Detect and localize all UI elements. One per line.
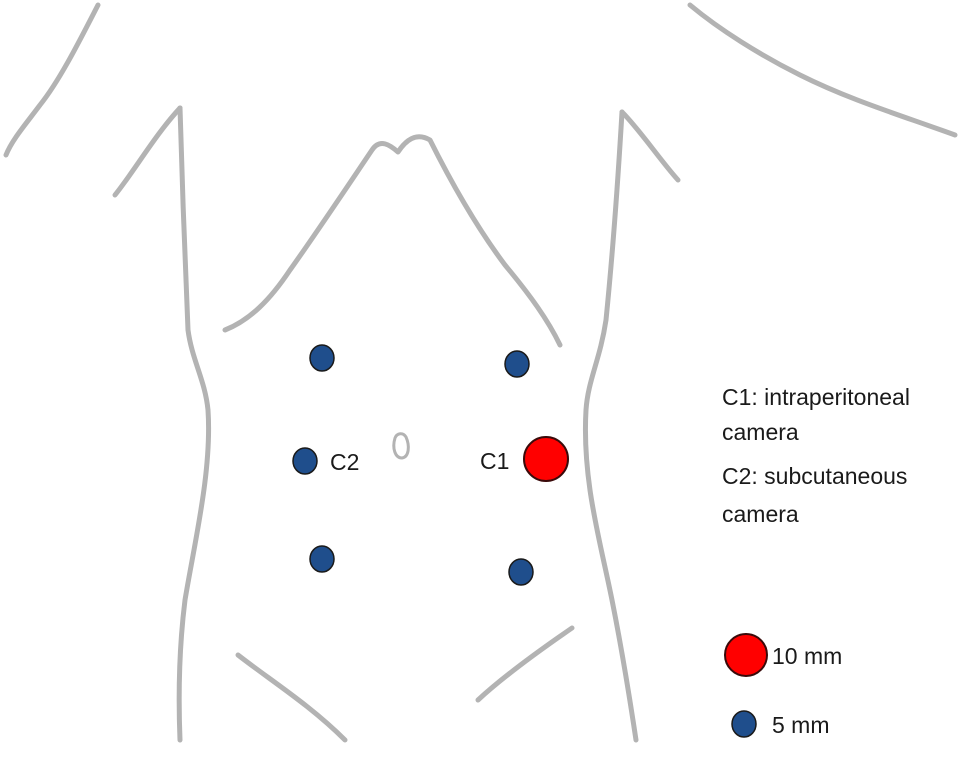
right-torso-side [582,109,639,743]
rib-cage-line [222,134,563,348]
right-shoulder-line [687,2,958,138]
torso-outline [3,2,958,743]
label-c1: C1 [480,448,509,474]
port-5mm-upper-left [309,344,335,372]
legend-10mm-swatch [724,633,768,677]
left-groin-line [235,652,348,743]
legend-c2-line2: camera [722,501,799,527]
legend-5mm-label: 5 mm [772,712,830,738]
left-torso-side [176,105,212,743]
legend: C1: intraperitoneal camera C2: subcutane… [722,384,910,738]
port-5mm-lower-right [508,558,534,586]
legend-5mm-swatch [731,710,757,738]
left-arm-line [112,105,183,198]
port-5mm-camera-c2 [292,447,318,475]
legend-c1-line1: C1: intraperitoneal [722,384,910,410]
right-arm-line [619,109,681,183]
left-shoulder-line [3,2,101,158]
label-c2: C2 [330,449,359,475]
legend-10mm-label: 10 mm [772,643,842,669]
port-5mm-lower-left [309,545,335,573]
right-groin-line [475,625,575,703]
legend-c1-line2: camera [722,419,799,445]
navel [392,432,410,460]
port-10mm-camera-c1 [523,436,569,482]
legend-c2-line1: C2: subcutaneous [722,463,907,489]
trocar-ports [292,344,569,586]
port-labels: C2 C1 [330,448,509,475]
port-5mm-upper-right [504,350,530,378]
